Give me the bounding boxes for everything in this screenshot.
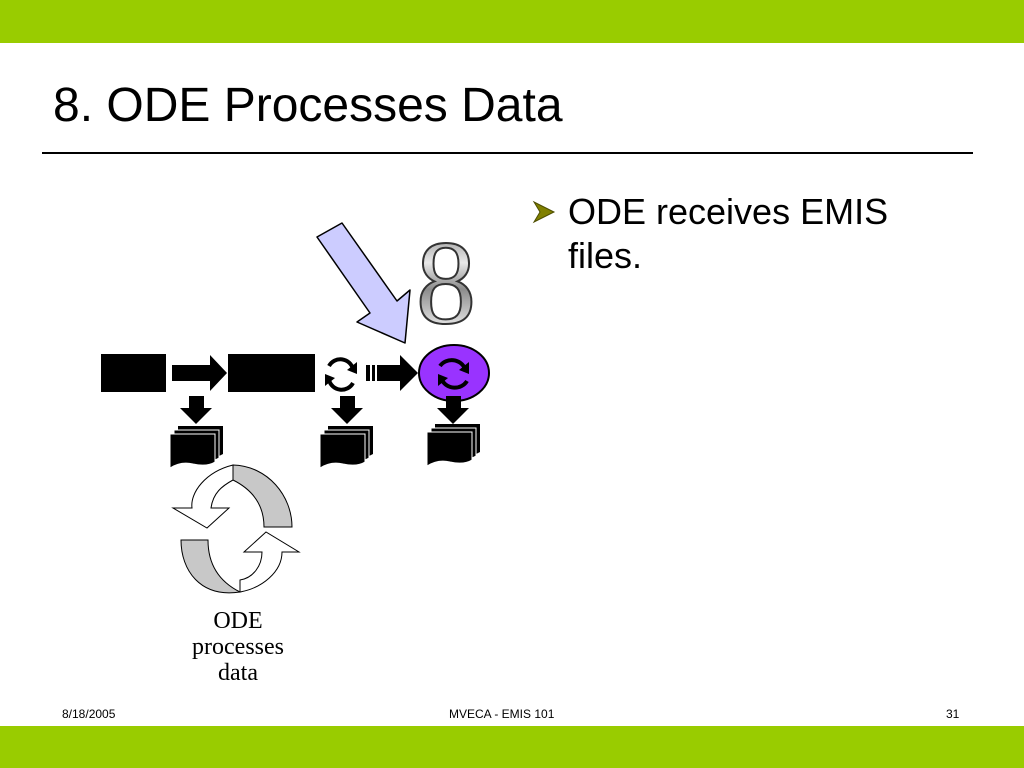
down-arrow-icon <box>437 396 469 424</box>
caption-line: processes <box>192 634 284 660</box>
footer-date: 8/18/2005 <box>62 707 116 721</box>
process-box-2 <box>228 354 315 392</box>
process-box-1 <box>101 354 166 392</box>
step-number: 8 <box>416 216 476 349</box>
cycle-icon <box>325 357 357 392</box>
document-stack-icon <box>319 426 373 469</box>
document-stack-icon <box>426 424 480 467</box>
top-accent-bar <box>0 0 1024 43</box>
footer-page-number: 31 <box>946 707 960 721</box>
bullet-item: ODE receives EMIS files. <box>532 190 972 278</box>
right-arrow-icon <box>172 355 227 391</box>
caption-line: data <box>218 660 258 686</box>
down-arrow-icon <box>331 396 363 424</box>
active-process-circle <box>418 344 490 402</box>
bullet-text: ODE receives EMIS files. <box>568 191 889 276</box>
right-arrow-icon <box>366 355 418 391</box>
document-stack-icon <box>169 426 223 469</box>
circular-arrows-icon <box>171 464 301 594</box>
footer-center-text: MVECA - EMIS 101 <box>449 707 555 721</box>
arrow-bullet-icon <box>532 200 556 224</box>
diagram-caption: ODE processes data <box>168 608 308 686</box>
bottom-accent-bar <box>0 726 1024 768</box>
bullet-list: ODE receives EMIS files. <box>532 190 972 278</box>
pointer-arrow-icon <box>316 222 411 344</box>
down-arrow-icon <box>180 396 212 424</box>
cycle-icon <box>438 358 469 390</box>
caption-line: ODE <box>213 608 263 634</box>
title-divider <box>42 152 973 154</box>
slide-title: 8. ODE Processes Data <box>53 79 563 132</box>
